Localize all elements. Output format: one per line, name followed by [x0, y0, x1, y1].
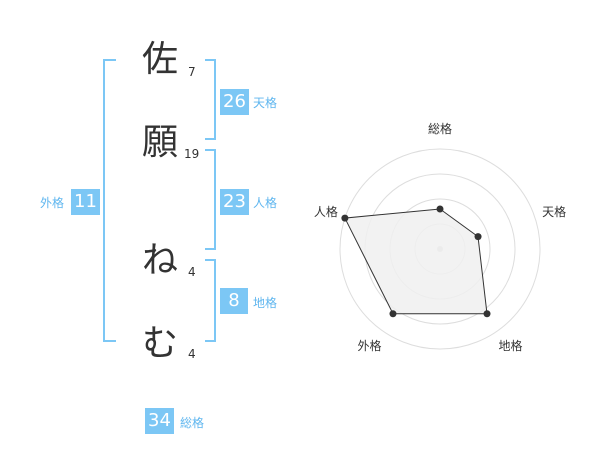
name-char-1: 佐 — [141, 39, 178, 80]
chikaku-bracket — [205, 259, 216, 342]
stroke-count-2: 19 — [184, 147, 200, 161]
radar-axis-label: 天格 — [542, 204, 566, 219]
jinkaku-bracket — [205, 149, 216, 250]
radar-point — [341, 214, 349, 222]
soukaku-value: 34 — [145, 408, 174, 434]
chikaku-label: 地格 — [253, 296, 278, 310]
radar-point — [474, 233, 482, 241]
gaikaku-bracket — [103, 59, 116, 342]
chikaku-value: 8 — [220, 288, 248, 314]
jinkaku-value: 23 — [220, 189, 249, 215]
radar-axis-label: 人格 — [314, 204, 338, 219]
radar-point — [436, 205, 444, 213]
tenkaku-bracket — [205, 59, 216, 140]
radar-axis-label: 地格 — [498, 338, 522, 353]
soukaku-label: 総格 — [180, 416, 205, 430]
gaikaku-label: 外格 — [40, 196, 65, 210]
radar-polygon — [344, 208, 488, 315]
stroke-count-3: 4 — [188, 265, 196, 279]
tenkaku-label: 天格 — [253, 96, 278, 110]
stroke-count-4: 4 — [188, 347, 196, 361]
bracket-lines — [103, 59, 216, 342]
radar-point — [483, 310, 491, 318]
radar-ring — [339, 148, 541, 350]
name-char-3: ね — [141, 240, 178, 281]
radar-point — [389, 310, 397, 318]
radar-series — [341, 205, 491, 318]
stroke-count-1: 7 — [188, 65, 196, 79]
gaikaku-value: 11 — [71, 189, 100, 215]
name-char-4: む — [141, 323, 178, 364]
tenkaku-value: 26 — [220, 89, 249, 115]
radar-axis-label: 外格 — [357, 338, 381, 353]
radar-axis-label: 総格 — [428, 121, 452, 136]
name-char-2: 願 — [141, 122, 178, 163]
jinkaku-label: 人格 — [253, 196, 278, 210]
